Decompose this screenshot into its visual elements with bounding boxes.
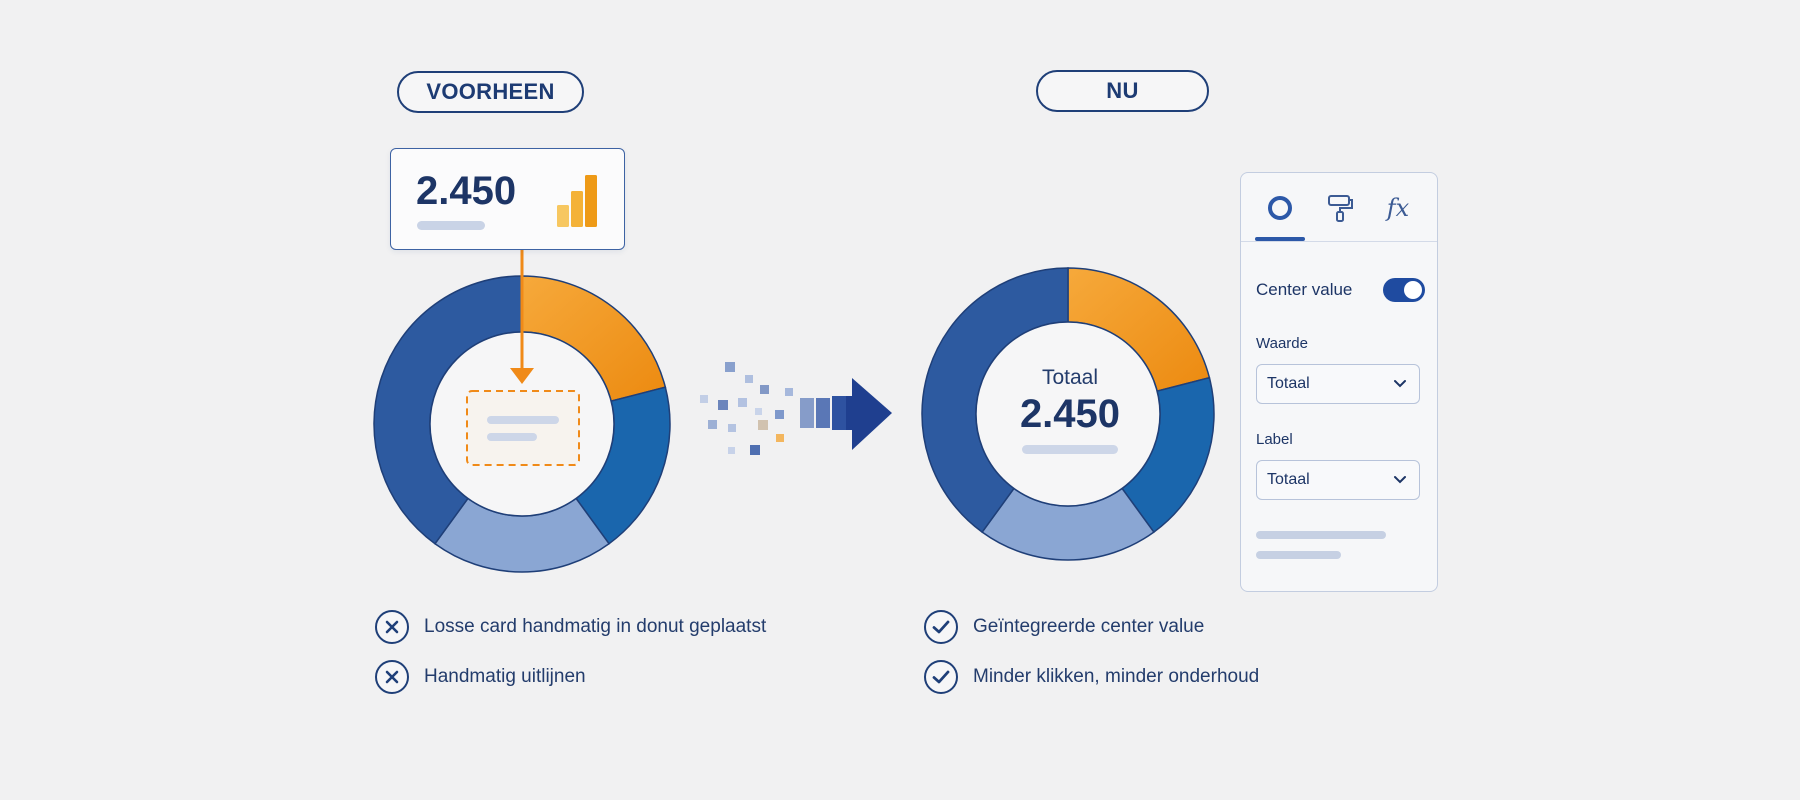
after-donut-chart: [921, 267, 1215, 561]
before-kpi-card: 2.450: [390, 148, 625, 250]
waarde-select[interactable]: Totaal: [1256, 364, 1420, 404]
card-subtitle-placeholder: [417, 221, 485, 230]
center-value-label: Center value: [1256, 280, 1353, 299]
before-badge: VOORHEEN: [397, 71, 584, 113]
after-badge: NU: [1036, 70, 1209, 112]
center-subtitle-placeholder: [1022, 445, 1118, 454]
panel-placeholder-line: [1256, 551, 1341, 559]
chevron-down-icon: [1394, 380, 1406, 388]
waarde-label: Waarde: [1256, 335, 1308, 352]
power-bi-icon: [557, 175, 597, 227]
list-item: Losse card handmatig in donut geplaatst: [375, 610, 766, 644]
format-panel: fx Center value Waarde Totaal Label Tota…: [1240, 172, 1438, 592]
list-item-text: Losse card handmatig in donut geplaatst: [424, 616, 767, 637]
center-value-toggle[interactable]: [1383, 278, 1425, 302]
placeholder-line: [487, 433, 537, 441]
active-tab-indicator: [1255, 237, 1305, 241]
label-select[interactable]: Totaal: [1256, 460, 1420, 500]
panel-tabs: fx: [1241, 173, 1437, 242]
fx-icon[interactable]: fx: [1386, 194, 1410, 222]
x-icon: [375, 610, 409, 644]
x-icon: [375, 660, 409, 694]
center-value: 2.450: [1019, 392, 1121, 436]
paint-roller-icon[interactable]: [1325, 193, 1355, 223]
card-value: 2.450: [416, 169, 517, 213]
check-icon: [924, 660, 958, 694]
drop-arrow-head: [510, 368, 534, 384]
list-item-text: Geïntegreerde center value: [973, 616, 1205, 637]
list-item-text: Minder klikken, minder onderhoud: [973, 666, 1260, 687]
donut-center: Totaal 2.450: [990, 366, 1150, 454]
center-label: Totaal: [1041, 366, 1099, 389]
placeholder-line: [487, 416, 559, 424]
transition-arrow: [700, 362, 892, 455]
label-label: Label: [1256, 431, 1293, 448]
panel-placeholder-line: [1256, 531, 1386, 539]
list-item: Minder klikken, minder onderhoud: [924, 660, 1259, 694]
chevron-down-icon: [1394, 476, 1406, 484]
list-item: Handmatig uitlijnen: [375, 660, 586, 694]
donut-hole: [975, 321, 1161, 507]
waarde-select-value: Totaal: [1267, 375, 1310, 392]
donut-icon[interactable]: [1265, 193, 1295, 223]
list-item-text: Handmatig uitlijnen: [424, 666, 586, 687]
toggle-knob: [1404, 281, 1422, 299]
check-icon: [924, 610, 958, 644]
placeholder-box: [466, 390, 580, 466]
label-select-value: Totaal: [1267, 471, 1310, 488]
list-item: Geïntegreerde center value: [924, 610, 1204, 644]
